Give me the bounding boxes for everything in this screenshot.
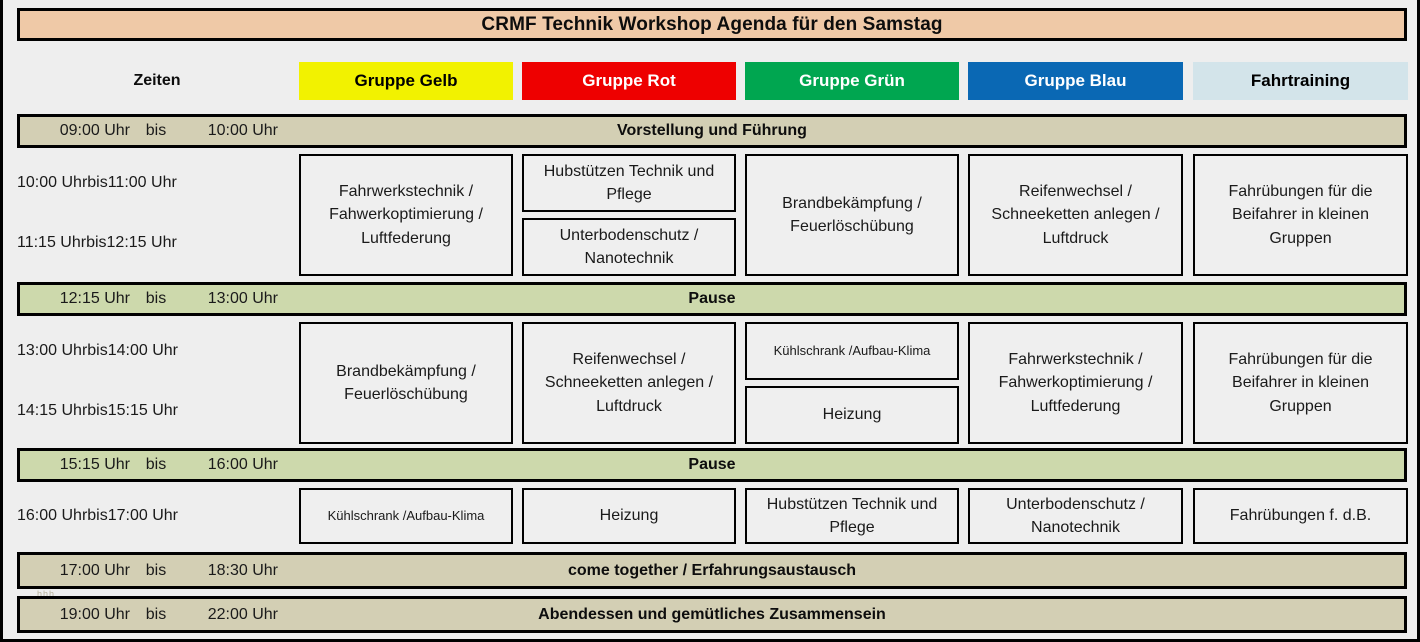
activity-block1-blau[interactable]: Reifenwechsel / Schneeketten anlegen / L… bbox=[968, 154, 1183, 276]
time-start: 19:00 Uhr bbox=[59, 605, 130, 623]
activity-block2-gelb[interactable]: Brandbekämpfung / Feuerlöschübung bbox=[299, 322, 513, 444]
column-header-gruppe-gruen: Gruppe Grün bbox=[745, 62, 959, 100]
column-header-gruppe-rot: Gruppe Rot bbox=[522, 62, 736, 100]
column-header-gruppe-blau: Gruppe Blau bbox=[968, 62, 1183, 100]
time-end: 14:00 Uhr bbox=[107, 342, 178, 359]
column-header-zeiten: Zeiten bbox=[133, 72, 181, 89]
time-end: 13:00 Uhr bbox=[207, 290, 278, 307]
column-header-fahrtraining: Fahrtraining bbox=[1193, 62, 1408, 100]
activity-block1-rot-bottom[interactable]: Unterbodenschutz / Nanotechnik bbox=[522, 218, 736, 276]
time-start: 10:00 Uhr bbox=[17, 174, 88, 191]
row-come-together-times: 17:00 Uhr bis 18:30 Uhr bbox=[34, 555, 278, 586]
activity-block3-fahrtraining[interactable]: Fahrübungen f. d.B. bbox=[1193, 488, 1408, 544]
time-start: 13:00 Uhr bbox=[17, 342, 88, 359]
activity-block2-blau[interactable]: Fahrwerkstechnik / Fahwerkoptimierung / … bbox=[968, 322, 1183, 444]
activity-block2-rot[interactable]: Reifenwechsel / Schneeketten anlegen / L… bbox=[522, 322, 736, 444]
row-pause-1-times: 12:15 Uhr bis 13:00 Uhr bbox=[34, 285, 278, 313]
time-start: 09:00 Uhr bbox=[59, 122, 130, 139]
row-vorstellung-times: 09:00 Uhr bis 10:00 Uhr bbox=[34, 117, 278, 145]
activity-block3-rot[interactable]: Heizung bbox=[522, 488, 736, 544]
activity-block1-gelb[interactable]: Fahrwerkstechnik / Fahwerkoptimierung / … bbox=[299, 154, 513, 276]
time-start: 11:15 Uhr bbox=[17, 234, 87, 251]
time-start: 17:00 Uhr bbox=[59, 561, 130, 579]
time-separator: bis bbox=[145, 605, 167, 623]
time-separator: bis bbox=[87, 342, 108, 359]
activity-block3-gruen[interactable]: Hubstützen Technik und Pflege bbox=[745, 488, 959, 544]
column-header-row: Zeiten Gruppe Gelb Gruppe Rot Gruppe Grü… bbox=[3, 62, 1417, 104]
time-end: 15:15 Uhr bbox=[107, 402, 178, 419]
time-separator: bis bbox=[86, 234, 107, 251]
stray-text-artifact: hhh bbox=[37, 589, 56, 599]
time-separator: bis bbox=[145, 456, 167, 473]
time-end: 12:15 Uhr bbox=[106, 234, 177, 251]
time-end: 18:30 Uhr bbox=[207, 561, 278, 579]
time-separator: bis bbox=[87, 174, 108, 191]
time-start: 14:15 Uhr bbox=[17, 402, 88, 419]
activity-block2-gruen-bottom[interactable]: Heizung bbox=[745, 386, 959, 444]
time-separator: bis bbox=[87, 507, 108, 524]
time-start: 12:15 Uhr bbox=[59, 290, 130, 307]
time-end: 17:00 Uhr bbox=[107, 507, 178, 524]
time-end: 16:00 Uhr bbox=[207, 456, 278, 473]
time-start: 15:15 Uhr bbox=[59, 456, 130, 473]
activity-block2-fahrtraining[interactable]: Fahrübungen für die Beifahrer in kleinen… bbox=[1193, 322, 1408, 444]
time-start: 16:00 Uhr bbox=[17, 507, 88, 524]
time-end: 11:00 Uhr bbox=[107, 174, 177, 191]
page-title: CRMF Technik Workshop Agenda für den Sam… bbox=[481, 13, 943, 35]
time-separator: bis bbox=[145, 122, 167, 139]
time-end: 10:00 Uhr bbox=[207, 122, 278, 139]
activity-block1-gruen[interactable]: Brandbekämpfung / Feuerlöschübung bbox=[745, 154, 959, 276]
activity-block1-fahrtraining[interactable]: Fahrübungen für die Beifahrer in kleinen… bbox=[1193, 154, 1408, 276]
activity-block3-blau[interactable]: Unterbodenschutz / Nanotechnik bbox=[968, 488, 1183, 544]
column-header-gruppe-gelb: Gruppe Gelb bbox=[299, 62, 513, 100]
time-separator: bis bbox=[87, 402, 108, 419]
activity-block3-gelb[interactable]: Kühlschrank /Aufbau-Klima bbox=[299, 488, 513, 544]
time-separator: bis bbox=[145, 561, 167, 579]
activity-block2-gruen-top[interactable]: Kühlschrank /Aufbau-Klima bbox=[745, 322, 959, 380]
time-separator: bis bbox=[145, 290, 167, 307]
activity-block1-rot-top[interactable]: Hubstützen Technik und Pflege bbox=[522, 154, 736, 212]
time-end: 22:00 Uhr bbox=[207, 605, 278, 623]
row-abendessen-times: 19:00 Uhr bis 22:00 Uhr bbox=[34, 599, 278, 630]
page-title-banner: CRMF Technik Workshop Agenda für den Sam… bbox=[17, 8, 1407, 41]
row-pause-2-times: 15:15 Uhr bis 16:00 Uhr bbox=[34, 451, 278, 479]
